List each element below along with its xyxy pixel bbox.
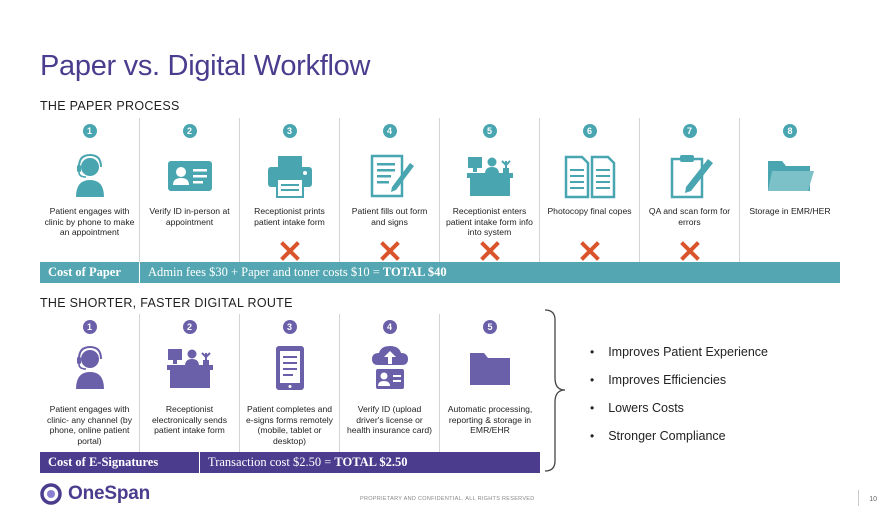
paper-step-1: 1 Patient engages with clinic by phone t… — [40, 118, 140, 263]
step-number-badge: 4 — [382, 320, 397, 334]
step-number-badge: 8 — [783, 124, 797, 138]
cost-of-paper-text: Admin fees $30 + Paper and toner costs $… — [140, 265, 447, 280]
x-mark-icon — [379, 241, 400, 261]
step-label: Receptionist enters patient intake form … — [446, 206, 533, 237]
step-label: Patient completes and e-signs forms remo… — [246, 404, 333, 446]
digital-step-1: 1 Patient engages with clinic- any chann… — [40, 314, 140, 452]
form-pencil-icon — [362, 152, 418, 200]
paper-process-heading: THE PAPER PROCESS — [40, 99, 180, 113]
step-number-badge: 1 — [82, 124, 97, 138]
step-label: Patient engages with clinic- any channel… — [46, 404, 133, 446]
cost-of-esignatures-bar: Cost of E-Signatures Transaction cost $2… — [40, 452, 540, 473]
paper-step-8: 8 Storage in EMR/HER — [740, 118, 840, 263]
paper-step-4: 4 Patient fills out form and signs — [340, 118, 440, 263]
step-number-badge: 3 — [282, 320, 297, 334]
step-number-badge: 6 — [582, 124, 597, 138]
digital-step-3: 3 Patient completes and e-signs forms re… — [240, 314, 340, 452]
right-curly-brace — [544, 309, 566, 472]
printer-icon — [262, 152, 318, 200]
page-number: 10 — [869, 496, 877, 503]
onespan-logo: OneSpan — [40, 483, 150, 505]
x-mark-icon — [279, 241, 300, 261]
benefit-item: Stronger Compliance — [590, 422, 768, 450]
step-number-badge: 2 — [182, 320, 197, 334]
step-label: QA and scan form for errors — [648, 206, 731, 227]
step-label: Verify ID (upload driver's license or he… — [346, 404, 433, 435]
x-mark-icon — [579, 241, 600, 261]
tablet-document-icon — [262, 344, 318, 392]
step-label: Receptionist electronically sends patien… — [152, 404, 227, 435]
step-label: Verify ID in-person at appointment — [149, 206, 230, 227]
receptionist-desk-icon — [462, 152, 518, 200]
paper-step-5: 5 Receptionist enters patient intake for… — [440, 118, 540, 263]
folder-icon — [762, 152, 818, 200]
digital-step-4: 4 Verify ID (upload driver's license or … — [340, 314, 440, 452]
benefits-list: Improves Patient Experience Improves Eff… — [590, 338, 768, 450]
receptionist-desk-icon — [162, 344, 218, 392]
id-card-icon — [162, 152, 218, 200]
x-mark-icon — [679, 241, 700, 261]
paper-step-6: 6 Photocopy final copes — [540, 118, 640, 263]
step-label: Storage in EMR/HER — [749, 206, 831, 216]
x-mark-icon — [479, 241, 500, 261]
clipboard-pencil-icon — [662, 152, 718, 200]
documents-copy-icon — [562, 152, 618, 200]
person-headset-icon — [62, 344, 118, 392]
digital-step-2: 2 Receptionist electronically sends pati… — [140, 314, 240, 452]
step-number-badge: 4 — [382, 124, 397, 138]
digital-route-heading: THE SHORTER, FASTER DIGITAL ROUTE — [40, 296, 293, 310]
cost-of-esignatures-breakdown: Transaction cost $2.50 = — [208, 455, 335, 469]
step-number-badge: 5 — [483, 320, 497, 334]
step-number-badge: 1 — [82, 320, 97, 334]
cost-of-paper-label: Cost of Paper — [40, 262, 140, 283]
confidential-notice: PROPRIETARY AND CONFIDENTIAL. ALL RIGHTS… — [360, 496, 535, 502]
step-label: Patient fills out form and signs — [351, 206, 428, 227]
folder-icon — [462, 344, 518, 392]
benefit-item: Improves Patient Experience — [590, 338, 768, 366]
paper-steps: 1 Patient engages with clinic by phone t… — [40, 118, 840, 263]
cost-of-paper-breakdown: Admin fees $30 + Paper and toner costs $… — [148, 265, 383, 279]
cost-of-esignatures-text: Transaction cost $2.50 = TOTAL $2.50 — [200, 455, 408, 470]
step-label: Patient engages with clinic by phone to … — [44, 206, 135, 237]
digital-steps: 1 Patient engages with clinic- any chann… — [40, 314, 540, 452]
brand-name: OneSpan — [68, 483, 151, 504]
page-divider — [858, 490, 859, 506]
cost-of-paper-total: TOTAL $40 — [382, 265, 447, 279]
step-label: Automatic processing, reporting & storag… — [447, 404, 533, 435]
cloud-upload-id-icon — [362, 344, 418, 392]
step-label: Receptionist prints patient intake form — [254, 206, 325, 227]
cost-of-esignatures-label: Cost of E-Signatures — [40, 452, 200, 473]
step-number-badge: 7 — [682, 124, 697, 138]
cost-of-paper-bar: Cost of Paper Admin fees $30 + Paper and… — [40, 262, 840, 283]
step-label: Photocopy final copes — [547, 206, 632, 216]
digital-step-5: 5 Automatic processing, reporting & stor… — [440, 314, 540, 452]
cost-of-esignatures-total: TOTAL $2.50 — [334, 455, 408, 469]
step-number-badge: 3 — [282, 124, 297, 138]
onespan-logo-icon — [40, 483, 62, 505]
benefit-item: Lowers Costs — [590, 394, 768, 422]
paper-step-2: 2 Verify ID in-person at appointment — [140, 118, 240, 263]
paper-step-3: 3 Receptionist prints patient intake for… — [240, 118, 340, 263]
step-number-badge: 5 — [482, 124, 497, 138]
slide-title: Paper vs. Digital Workflow — [40, 50, 371, 82]
person-headset-icon — [62, 152, 118, 200]
paper-step-7: 7 QA and scan form for errors — [640, 118, 740, 263]
step-number-badge: 2 — [182, 124, 197, 138]
benefit-item: Improves Efficiencies — [590, 366, 768, 394]
